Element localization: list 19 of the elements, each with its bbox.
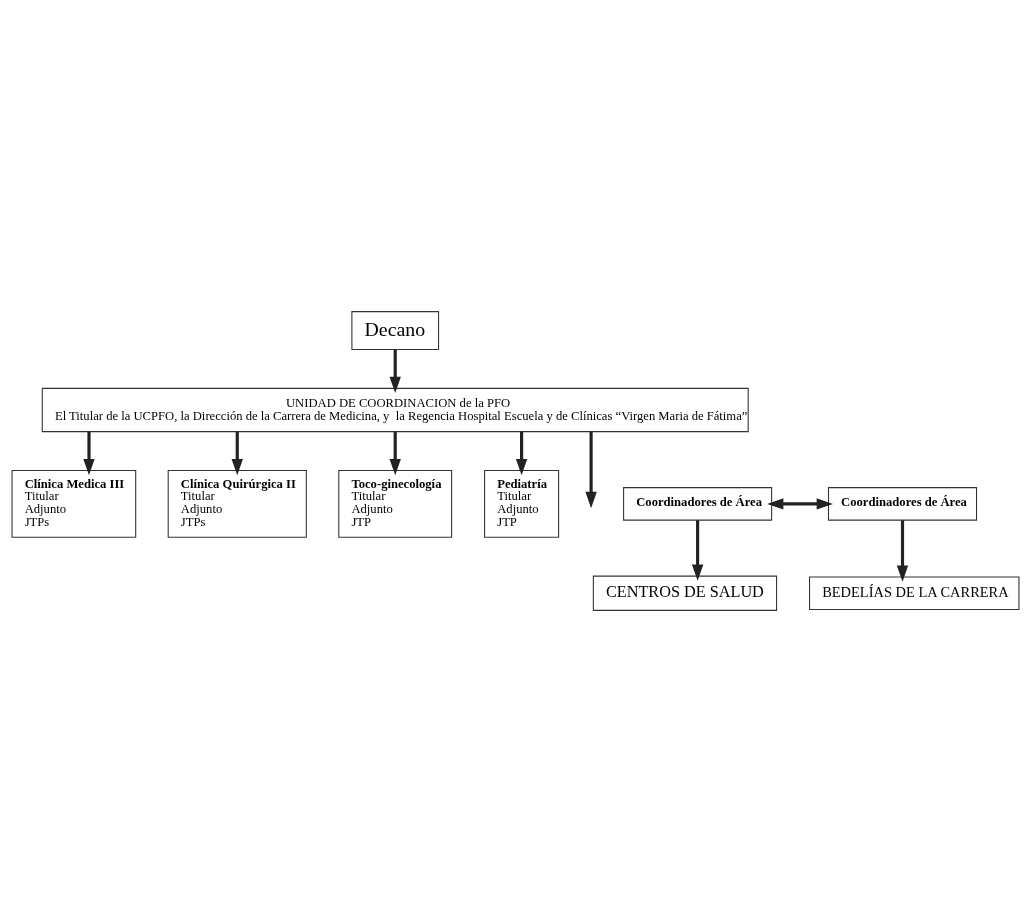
node-box: Clínica Medica III Titular Adjunto JTPs	[11, 469, 137, 538]
node-box: Coordinadores de Área	[623, 486, 773, 521]
node-box: Coordinadores de Área	[827, 486, 978, 521]
arrow	[585, 431, 597, 508]
node-box: Clínica Quirúrgica II Titular Adjunto JTPs	[167, 469, 307, 538]
arrow	[83, 431, 95, 475]
node-box: UNIDAD DE COORDINACION de la PFO El Titular de la UCPFO, la Dirección de la Carrera de Medicina, y la Regencia Hospital Escuela y de Clínicas “Virgen Maria de Fátima”	[41, 387, 749, 432]
arrow	[389, 349, 401, 393]
node-box: BEDELÍAS DE LA CARRERA	[809, 575, 1020, 610]
node-box: Pediatría Titular Adjunto JTP	[484, 469, 560, 538]
arrow	[389, 431, 401, 475]
node-box: CENTROS DE SALUD	[592, 575, 778, 611]
node-box: Toco-ginecología Titular Adjunto JTP	[338, 469, 453, 538]
arrow	[691, 519, 704, 581]
node-box: Decano	[351, 310, 440, 350]
arrow	[896, 519, 909, 582]
arrow	[231, 431, 243, 475]
arrow	[767, 497, 833, 510]
arrow	[515, 431, 528, 475]
